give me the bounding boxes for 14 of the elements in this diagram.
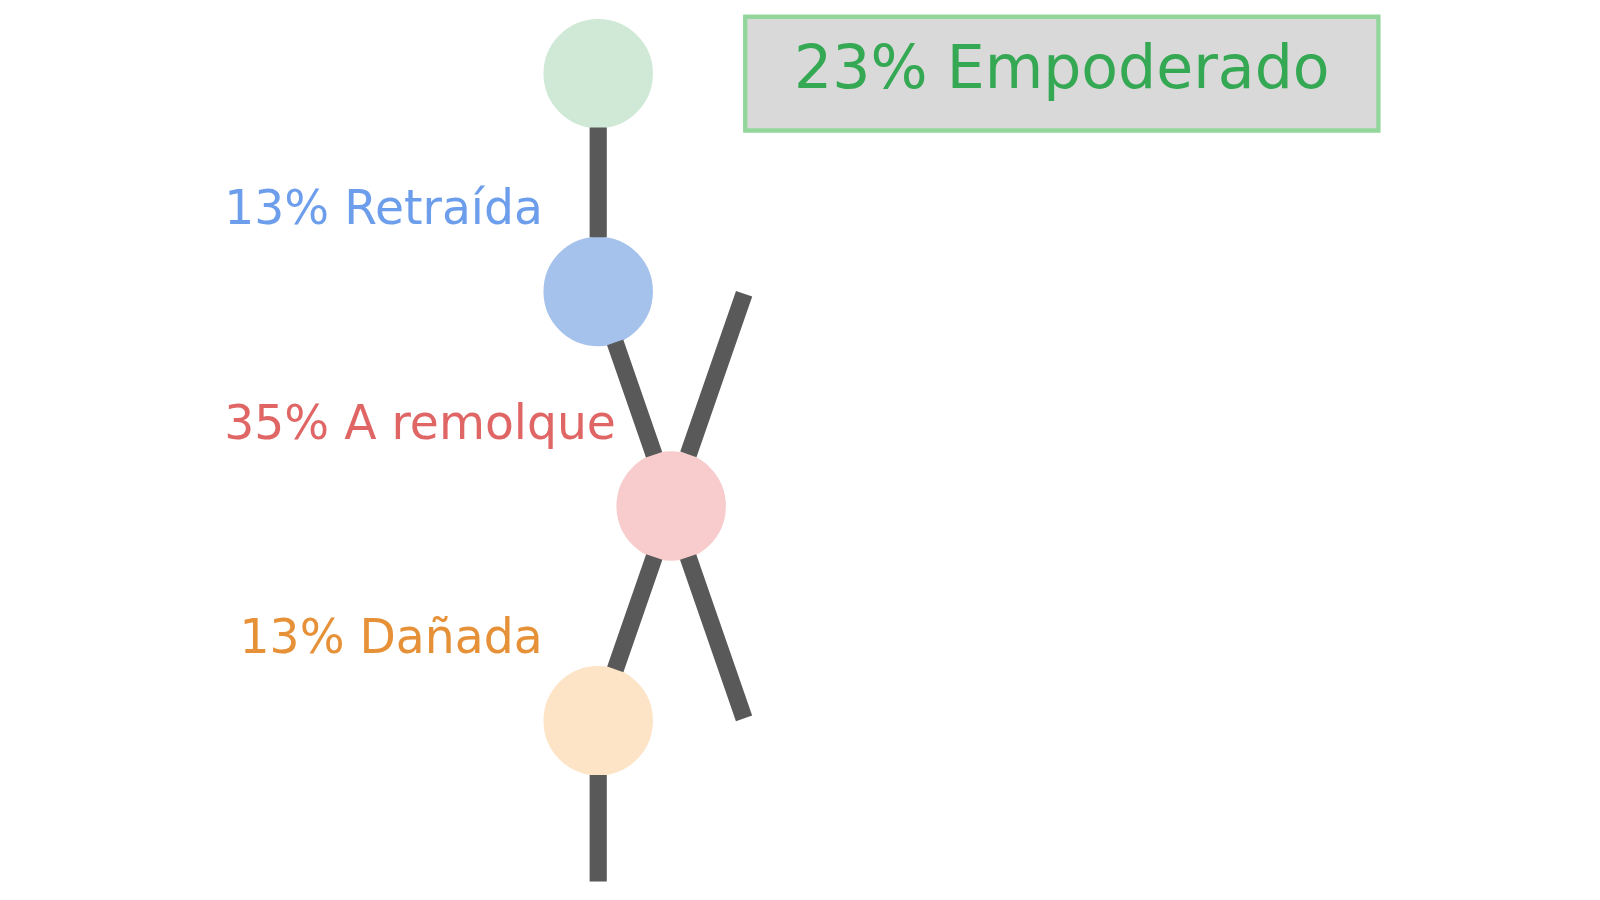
connector bbox=[589, 774, 607, 882]
node-box: 23% Empoderado bbox=[742, 14, 1381, 133]
connector bbox=[589, 127, 607, 238]
connector bbox=[606, 339, 662, 458]
node-circle bbox=[542, 236, 653, 347]
node-circle bbox=[542, 666, 653, 776]
node-circle bbox=[542, 18, 653, 129]
node-label: 13% Retraída bbox=[223, 180, 543, 236]
connector bbox=[679, 290, 752, 458]
connector bbox=[679, 554, 752, 722]
node-circle bbox=[615, 451, 726, 561]
node-label: 35% A remolque bbox=[223, 394, 616, 450]
node-label: 13% Dañada bbox=[239, 609, 543, 665]
connector bbox=[606, 554, 662, 673]
